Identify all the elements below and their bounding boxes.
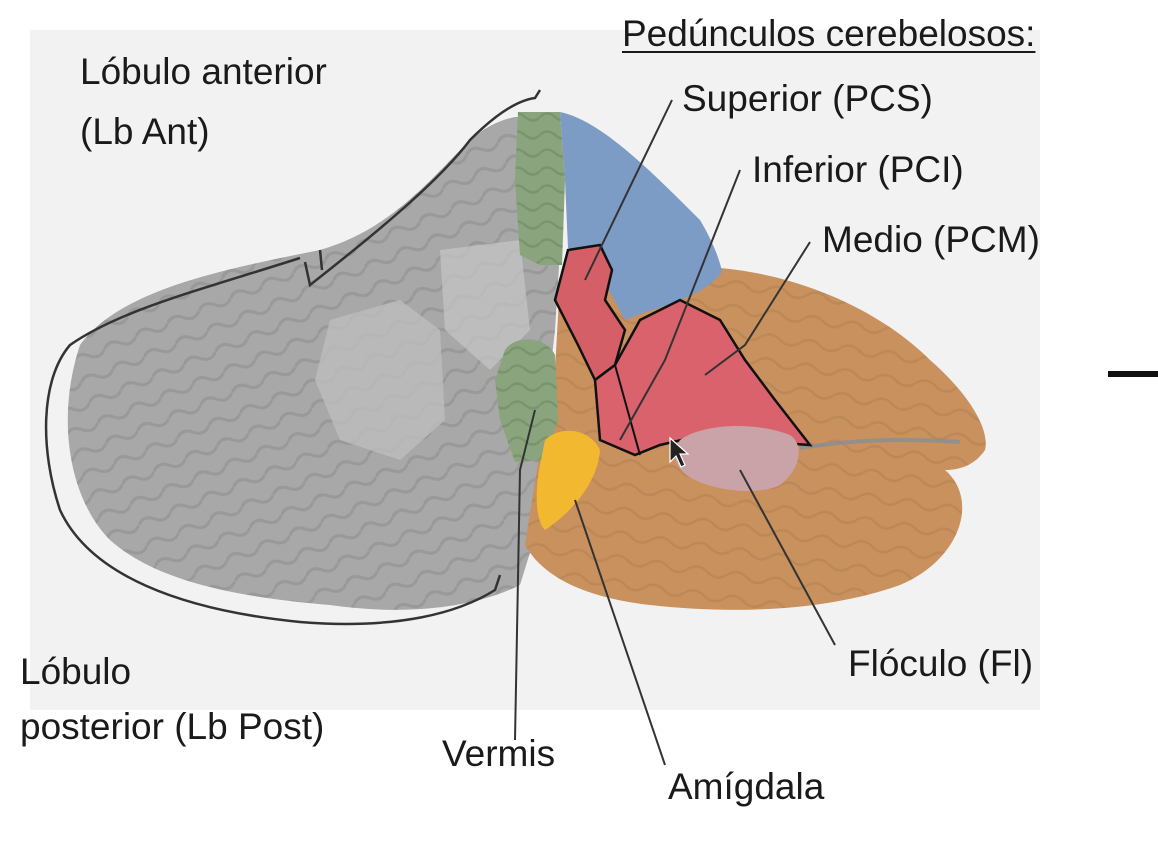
middle-peduncle-label: Medio (PCM) xyxy=(822,219,1040,260)
posterior-lobe-bracket xyxy=(44,256,502,626)
inferior-peduncle-label: Inferior (PCI) xyxy=(752,149,964,190)
diagram-title: Pedúnculos cerebelosos: xyxy=(622,13,1036,54)
tonsil xyxy=(536,430,600,530)
posterior-lobe-label-line2: posterior (Lb Post) xyxy=(20,706,325,747)
flocculus-label: Flóculo (Fl) xyxy=(848,643,1034,684)
anterior-lobe-bracket xyxy=(303,89,542,288)
left-hemisphere xyxy=(67,116,561,610)
anterior-lobe-label-line2: (Lb Ant) xyxy=(80,111,210,152)
vermis-region xyxy=(495,112,565,462)
mouse-cursor-icon xyxy=(669,436,690,468)
leader-lines xyxy=(514,99,836,766)
inferior-peduncle xyxy=(553,243,627,382)
flocculus xyxy=(675,425,799,492)
anterior-lobe-label-line1: Lóbulo anterior xyxy=(80,51,327,92)
tonsil-label: Amígdala xyxy=(668,766,825,807)
superior-peduncle-label: Superior (PCS) xyxy=(682,78,933,119)
posterior-lobe-label-line1: Lóbulo xyxy=(20,651,132,692)
vermis-label: Vermis xyxy=(442,733,556,774)
